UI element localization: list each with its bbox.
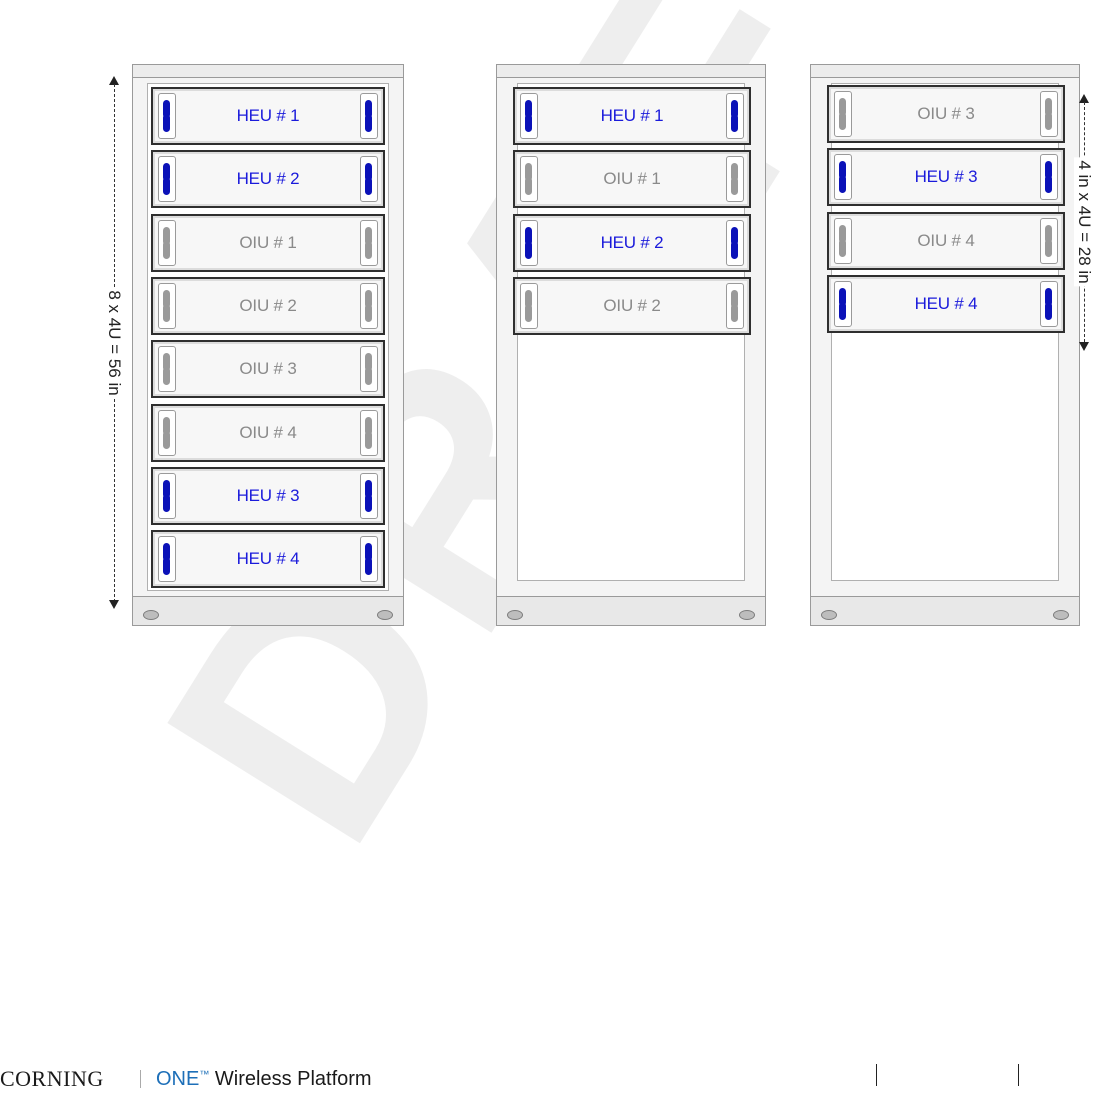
unit-label: HEU # 2 — [515, 233, 749, 253]
heu-unit: HEU # 2 — [513, 214, 751, 272]
unit-label: OIU # 3 — [153, 359, 383, 379]
unit-label: HEU # 2 — [153, 169, 383, 189]
unit-label: HEU # 4 — [829, 294, 1063, 314]
dimension-arrow-down — [109, 600, 119, 609]
unit-label: OIU # 2 — [153, 296, 383, 316]
rack-2: HEU # 1 OIU # 1 HEU # 2 OIU # 2 — [496, 64, 766, 626]
unit-label: OIU # 3 — [829, 104, 1063, 124]
unit-label: OIU # 2 — [515, 296, 749, 316]
rack-base — [132, 596, 404, 626]
page-footer: CORNING ONE™ Wireless Platform — [0, 1064, 1100, 1094]
unit-label: OIU # 1 — [515, 169, 749, 189]
oiu-unit: OIU # 3 — [151, 340, 385, 398]
dimension-arrow-down — [1079, 342, 1089, 351]
oiu-unit: OIU # 2 — [513, 277, 751, 335]
unit-label: OIU # 4 — [153, 423, 383, 443]
footer-tick — [876, 1064, 877, 1086]
rack-foot — [739, 610, 755, 620]
rack-1-dimension-label: 8 x 4U = 56 in — [104, 287, 124, 398]
trademark-symbol: ™ — [199, 1069, 209, 1080]
oiu-unit: OIU # 4 — [827, 212, 1065, 270]
product-rest: Wireless Platform — [209, 1068, 371, 1090]
unit-label: HEU # 3 — [153, 486, 383, 506]
rack-1: HEU # 1 HEU # 2 OIU # 1 OIU # 2 OIU # 3 OIU #… — [132, 64, 404, 626]
unit-label: HEU # 3 — [829, 167, 1063, 187]
heu-unit: HEU # 1 — [151, 87, 385, 145]
footer-tick — [1018, 1064, 1019, 1086]
unit-label: HEU # 1 — [153, 106, 383, 126]
rack-foot — [821, 610, 837, 620]
unit-label: OIU # 4 — [829, 231, 1063, 251]
heu-unit: HEU # 4 — [827, 275, 1065, 333]
oiu-unit: OIU # 1 — [513, 150, 751, 208]
rack-foot — [143, 610, 159, 620]
oiu-unit: OIU # 2 — [151, 277, 385, 335]
heu-unit: HEU # 3 — [151, 467, 385, 525]
heu-unit: HEU # 1 — [513, 87, 751, 145]
product-name: ONE™ Wireless Platform — [156, 1068, 372, 1091]
oiu-unit: OIU # 4 — [151, 404, 385, 462]
rack-foot — [377, 610, 393, 620]
rack-foot — [507, 610, 523, 620]
oiu-unit: OIU # 1 — [151, 214, 385, 272]
rack-foot — [1053, 610, 1069, 620]
unit-label: HEU # 1 — [515, 106, 749, 126]
heu-unit: HEU # 4 — [151, 530, 385, 588]
rack-top-cap — [132, 64, 404, 78]
rack-3: OIU # 3 HEU # 3 OIU # 4 HEU # 4 — [810, 64, 1080, 626]
footer-separator — [140, 1070, 141, 1088]
corning-logo: CORNING — [0, 1066, 104, 1092]
oiu-unit: OIU # 3 — [827, 85, 1065, 143]
product-one: ONE — [156, 1068, 199, 1090]
rack-base — [810, 596, 1080, 626]
rack-top-cap — [810, 64, 1080, 78]
unit-label: OIU # 1 — [153, 233, 383, 253]
rack-base — [496, 596, 766, 626]
rack-top-cap — [496, 64, 766, 78]
heu-unit: HEU # 2 — [151, 150, 385, 208]
rack-3-dimension-label: 4 in x 4U = 28 in — [1074, 157, 1094, 286]
unit-label: HEU # 4 — [153, 549, 383, 569]
heu-unit: HEU # 3 — [827, 148, 1065, 206]
